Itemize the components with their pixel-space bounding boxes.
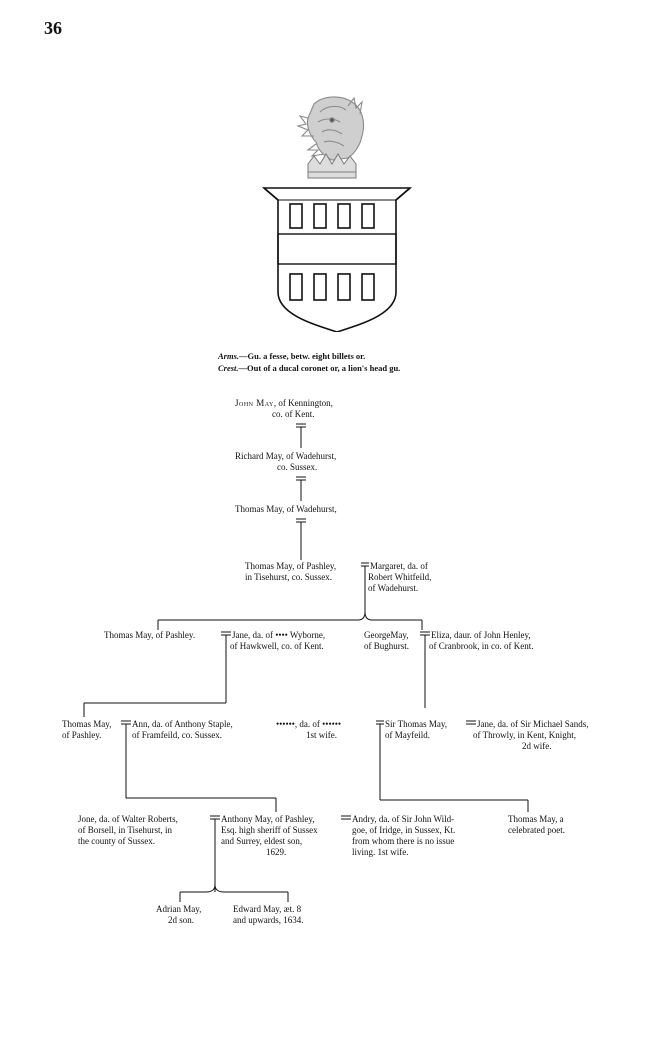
- andry-wildgoe-line2: goe, of Iridge, in Sussex, Kt.: [352, 825, 456, 835]
- thomas-may-pashley-line2: in Tisehurst, co. Sussex.: [245, 572, 333, 582]
- ann-staple-line2: of Framfeild, co. Sussex.: [132, 730, 222, 740]
- jane-wyborne-line1: Jane, da. of •••• Wyborne,: [232, 630, 326, 640]
- john-may-name: John May: [235, 398, 274, 408]
- ann-staple-line1: Ann, da. of Anthony Staple,: [132, 719, 233, 729]
- jane-sands-line1: Jane, da. of Sir Michael Sands,: [477, 719, 589, 729]
- edward-may-line2: and upwards, 1634.: [233, 915, 304, 925]
- margaret-line1: Margaret, da. of: [370, 561, 428, 571]
- anthony-may-line3: and Surrey, eldest son,: [221, 836, 303, 846]
- eliza-henley-line1: Eliza, daur. of John Henley,: [431, 630, 531, 640]
- richard-may-line1: Richard May, of Wadehurst,: [235, 451, 337, 461]
- anthony-may-line2: Esq. high sheriff of Sussex: [221, 825, 318, 835]
- thomas-may-pashley-gen5: Thomas May, of Pashley.: [104, 630, 196, 640]
- adrian-may-line1: Adrian May,: [156, 904, 202, 914]
- jone-roberts-line2: of Borsell, in Tisehurst, in: [78, 825, 173, 835]
- jane-sands-line2: of Throwly, in Kent, Knight,: [473, 730, 576, 740]
- margaret-line2: Robert Whitfeild,: [368, 572, 432, 582]
- margaret-line3: of Wadehurst.: [368, 583, 419, 593]
- anthony-may-line1: Anthony May, of Pashley,: [221, 814, 315, 824]
- first-wife-line2: 1st wife.: [306, 730, 337, 740]
- jane-wyborne-line2: of Hawkwell, co. of Kent.: [230, 641, 324, 651]
- arms-text: —Gu. a fesse, betw. eight billets or.: [239, 351, 366, 361]
- george-may-line1: GeorgeMay,: [364, 630, 409, 640]
- crest-blazon: Crest.—Out of a ducal coronet or, a lion…: [218, 363, 400, 374]
- eliza-henley-line2: of Cranbrook, in co. of Kent.: [429, 641, 534, 651]
- thomas-may-gen6-line2: of Pashley.: [62, 730, 102, 740]
- thomas-may-wadehurst: Thomas May, of Wadehurst,: [235, 504, 337, 514]
- jane-sands-line3: 2d wife.: [522, 741, 552, 751]
- arms-label: Arms.: [218, 351, 240, 361]
- arms-blazon: Arms.—Gu. a fesse, betw. eight billets o…: [218, 351, 365, 362]
- shield-icon: [262, 187, 412, 332]
- andry-wildgoe-line1: Andry, da. of Sir John Wild-: [352, 814, 455, 824]
- first-wife-line1: ••••••, da. of ••••••: [276, 719, 342, 729]
- adrian-may-line2: 2d son.: [168, 915, 195, 925]
- sir-thomas-may-line1: Sir Thomas May,: [385, 719, 447, 729]
- thomas-may-gen6-line1: Thomas May,: [62, 719, 112, 729]
- thomas-may-poet-line1: Thomas May, a: [508, 814, 564, 824]
- thomas-may-poet-line2: celebrated poet.: [508, 825, 565, 835]
- lion-head-crest-icon: [296, 96, 365, 161]
- andry-wildgoe-line4: living. 1st wife.: [352, 847, 409, 857]
- john-may-county: co. of Kent.: [272, 409, 315, 419]
- crest-text: —Out of a ducal coronet or, a lion's hea…: [238, 363, 401, 373]
- andry-wildgoe-line3: from whom there is no issue: [352, 836, 455, 846]
- crest-label: Crest.: [218, 363, 239, 373]
- ducal-coronet-icon: [307, 153, 357, 179]
- page-number: 36: [44, 18, 62, 38]
- john-may-place: , of Kennington,: [273, 398, 333, 408]
- john-may-entry: John May, of Kennington,: [235, 398, 333, 409]
- jone-roberts-line3: the county of Sussex.: [78, 836, 155, 846]
- edward-may-line1: Edward May, æt. 8: [233, 904, 302, 914]
- thomas-may-pashley-line1: Thomas May, of Pashley,: [245, 561, 337, 571]
- richard-may-line2: co. Sussex.: [277, 462, 318, 472]
- sir-thomas-may-line2: of Mayfeild.: [385, 730, 430, 740]
- george-may-line2: of Bughurst.: [364, 641, 409, 651]
- jone-roberts-line1: Jone, da. of Walter Roberts,: [78, 814, 178, 824]
- coat-of-arms: [262, 96, 412, 332]
- anthony-may-line4: 1629.: [266, 847, 287, 857]
